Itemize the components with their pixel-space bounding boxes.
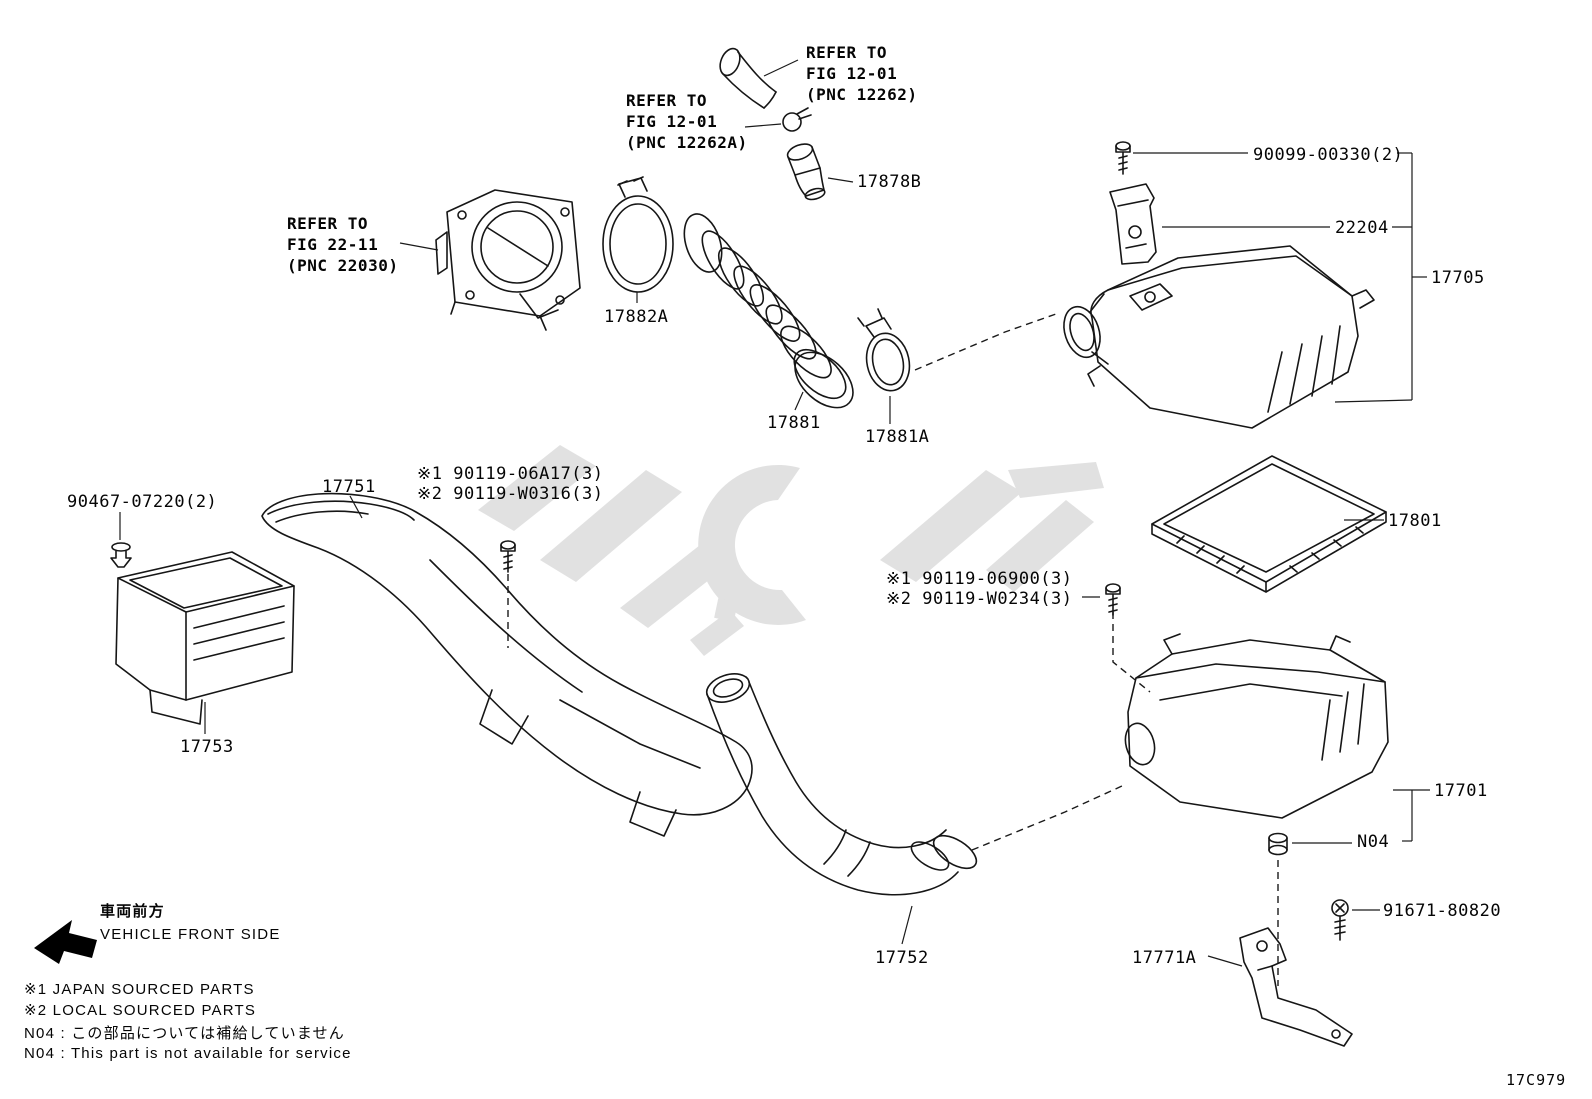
inlet-duct-drawing-17751 [261,492,753,837]
part-label-17753: 17753 [180,737,234,757]
air-filter-drawing-17801 [1151,455,1387,593]
air-cleaner-cap-drawing-17705 [1063,245,1375,429]
hose-clamp-small-drawing [782,107,812,132]
part-label-90119-06900: ※1 90119-06900(3) [886,569,1073,589]
part-label-n04: N04 [1357,832,1390,852]
duct-drawing-17752 [705,673,978,896]
part-label-90099-00330: 90099-00330(2) [1253,145,1404,165]
part-label-17771a: 17771A [1132,948,1197,968]
bracket-drawing-17771a [1239,927,1353,1047]
throttle-body-drawing [435,189,581,331]
part-label-17705: 17705 [1431,268,1485,288]
vehicle-front-arrow-icon [34,920,97,964]
watermark [478,445,1104,656]
part-label-17881: 17881 [767,413,821,433]
bolt-drawing-91671 [1331,899,1349,941]
part-label-17881a: 17881A [865,427,930,447]
note-local-sourced: ※2 LOCAL SOURCED PARTS [24,1002,257,1019]
part-label-17752: 17752 [875,948,929,968]
vehicle-front-label-en: VEHICLE FRONT SIDE [100,926,281,943]
vehicle-front-label-jp: 車両前方 [100,903,165,920]
part-label-22204: 22204 [1335,218,1389,238]
screw-drawing-90099 [1115,141,1131,175]
air-inlet-drawing-17753 [115,551,295,725]
top-hose-drawing [719,47,777,109]
part-label-17751: 17751 [322,477,376,497]
breather-hose-drawing-17878b [786,143,826,201]
part-label-17878b: 17878B [857,172,922,192]
hose-clamp-drawing-17882a [602,176,674,293]
part-label-90467-07220: 90467-07220(2) [67,492,218,512]
air-cleaner-case-drawing-17701 [1124,633,1389,819]
part-label-90119-w0316: ※2 90119-W0316(3) [417,484,604,504]
drawing-code: 17C979 [1506,1071,1567,1089]
dashed-lines [507,313,1279,986]
screw-icon-top [500,540,516,573]
leader-lines [119,59,1430,967]
part-label-90119-w0234: ※2 90119-W0234(3) [886,589,1073,609]
screw-icon-right [1105,583,1121,616]
ref-label-fig12-01-b: REFER TO FIG 12-01 (PNC 12262A) [626,91,748,152]
maf-sensor-drawing-22204 [1109,183,1157,265]
part-label-91671-80820: 91671-80820 [1383,901,1502,921]
ref-label-fig12-01-a: REFER TO FIG 12-01 (PNC 12262) [806,43,918,104]
grommet-drawing-n04 [1268,832,1288,856]
part-label-17801: 17801 [1388,511,1442,531]
ref-label-fig22-11: REFER TO FIG 22-11 (PNC 22030) [287,214,399,275]
note-n04-en: N04 : This part is not available for ser… [24,1045,352,1062]
clamp-drawing-17881a [857,308,911,392]
part-label-17882a: 17882A [604,307,669,327]
clip-drawing-90467 [110,542,132,568]
note-japan-sourced: ※1 JAPAN SOURCED PARTS [24,981,255,998]
part-label-17701: 17701 [1434,781,1488,801]
air-hose-drawing-17881 [683,213,854,409]
note-n04-jp: N04 : この部品については補給していません [24,1025,345,1042]
part-label-90119-06a17: ※1 90119-06A17(3) [417,464,604,484]
